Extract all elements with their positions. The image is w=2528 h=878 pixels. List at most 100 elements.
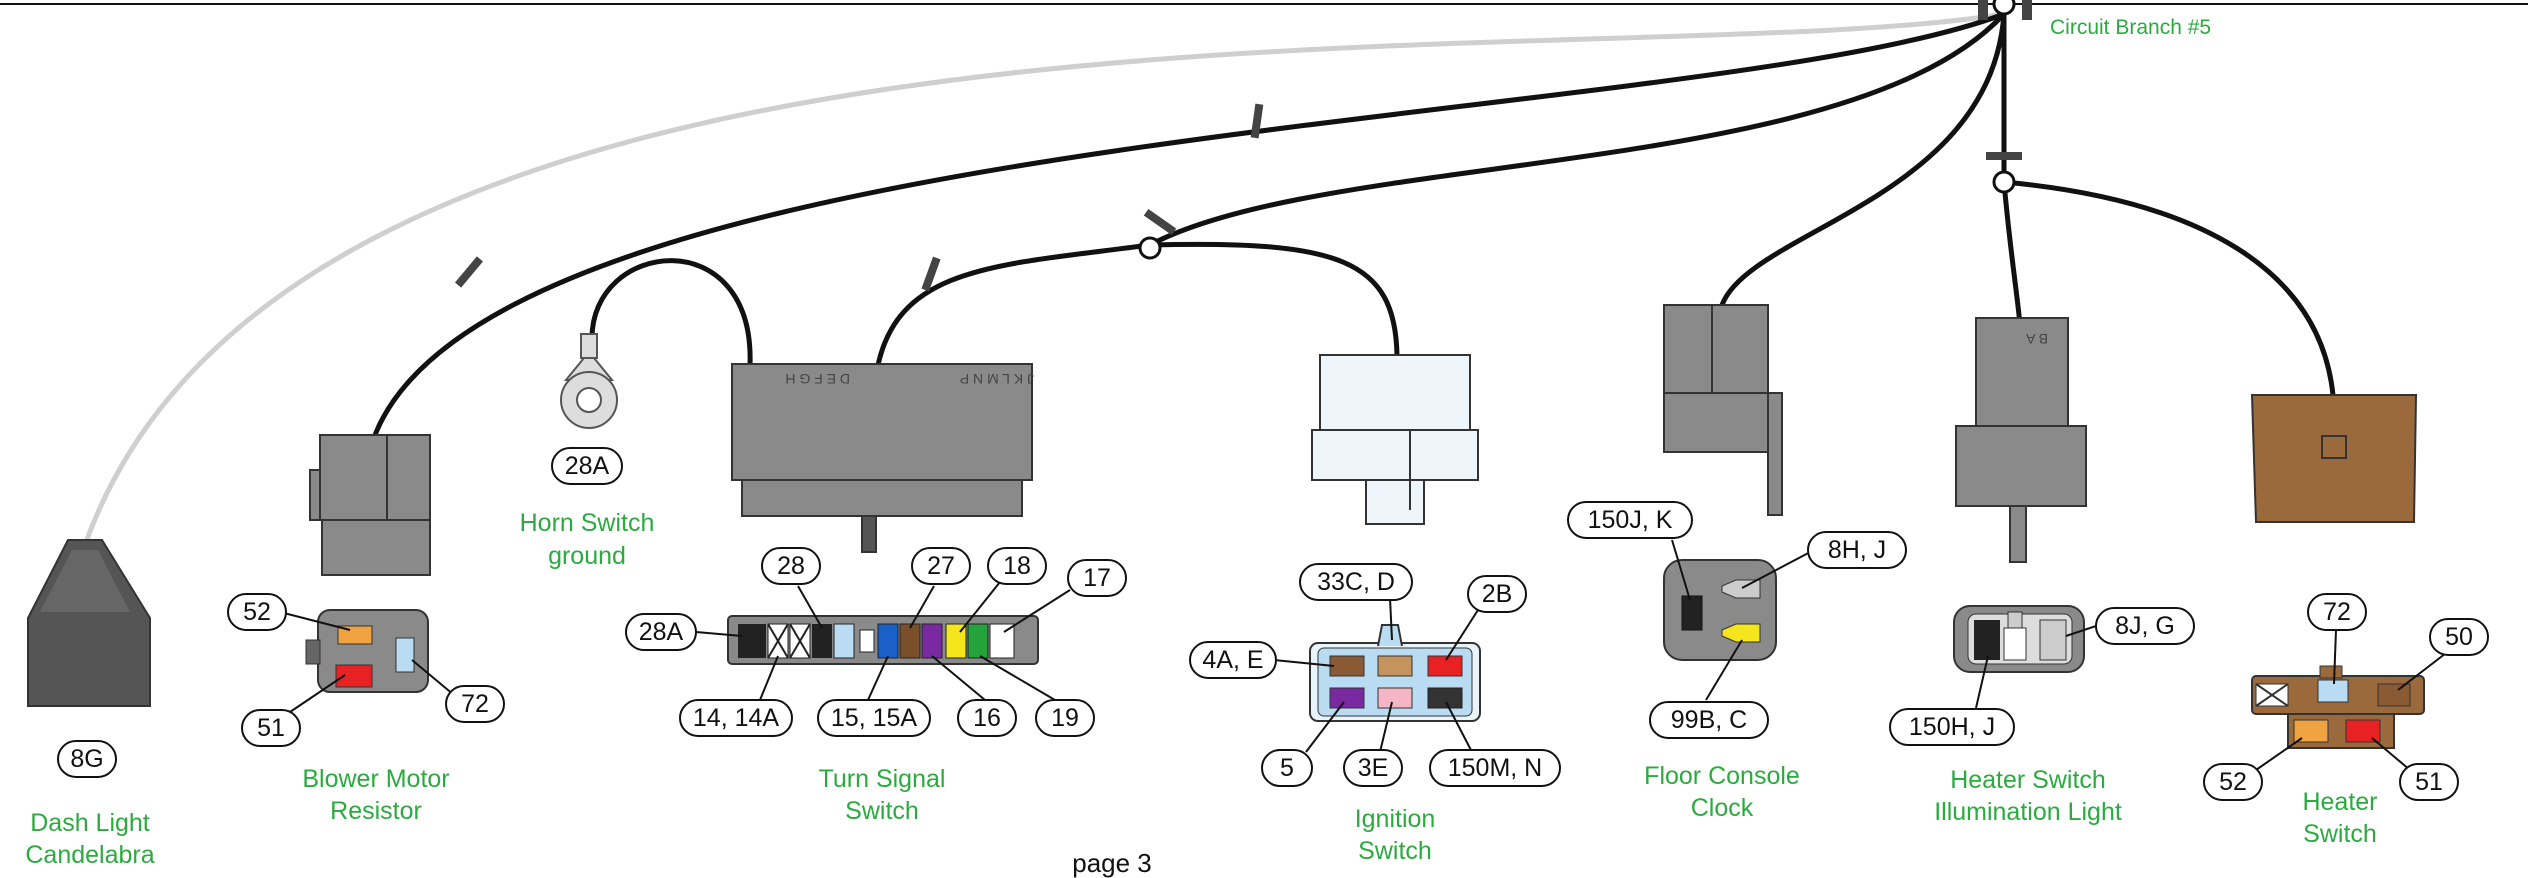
wire-turn-signal (875, 242, 1151, 366)
heater-light-connector-body (1955, 317, 2087, 563)
ignition-label-1: Ignition (1355, 805, 1436, 833)
svg-text:17: 17 (1083, 564, 1111, 592)
blower-label-1: Blower Motor (302, 765, 449, 793)
blower-connector-face (305, 609, 429, 693)
svg-text:51: 51 (2415, 768, 2443, 796)
svg-text:150J, K: 150J, K (1588, 506, 1673, 534)
heater-light-pins: B A (2026, 331, 2048, 347)
clock-connector-body (1663, 304, 1783, 516)
page-number: page 3 (1072, 848, 1152, 878)
pill-heater-51: 51 (2399, 763, 2459, 801)
clock-label-2: Clock (1691, 794, 1754, 822)
junction-turn-ign (1138, 236, 1162, 260)
horn-label-2: ground (548, 542, 626, 570)
svg-text:28: 28 (777, 552, 805, 580)
ignition-connector-body (1311, 354, 1479, 525)
svg-text:5: 5 (1280, 754, 1294, 782)
wire-heater-light (2001, 181, 2023, 326)
pill-blower-52: 52 (227, 593, 287, 631)
wire-blower (372, 11, 2005, 436)
turn-signal-pins-left: D E F G H (785, 371, 850, 387)
svg-text:8H, J: 8H, J (1828, 536, 1886, 564)
wire-dash-light (82, 11, 2005, 546)
pill-ign-2b: 2B (1467, 575, 1527, 613)
dash-light-connector (27, 539, 151, 707)
svg-text:8J, G: 8J, G (2115, 612, 2175, 640)
wire-ties (455, 0, 2032, 292)
pill-ign-3e: 3E (1343, 749, 1403, 787)
svg-text:2B: 2B (1482, 580, 1513, 608)
svg-text:51: 51 (257, 714, 285, 742)
clock-label-1: Floor Console (1644, 762, 1800, 790)
svg-text:8G: 8G (70, 745, 103, 773)
pill-clock-8h: 8H, J (1807, 531, 1907, 569)
svg-text:150M, N: 150M, N (1448, 754, 1542, 782)
wire-trunk-turn-ign (1148, 12, 2006, 248)
heater-light-label-1: Heater Switch (1950, 766, 2106, 794)
pill-turn-28a: 28A (625, 613, 697, 651)
svg-text:18: 18 (1003, 552, 1031, 580)
turn-signal-connector-face (727, 615, 1039, 665)
svg-text:3E: 3E (1358, 754, 1389, 782)
heater-switch-body (2250, 394, 2418, 523)
dash-light-label-1: Dash Light (30, 809, 150, 837)
heater-switch-label-2: Switch (2303, 820, 2377, 848)
svg-text:28A: 28A (639, 618, 684, 646)
turn-signal-connector-body (731, 363, 1033, 553)
pill-turn-14: 14, 14A (679, 699, 793, 737)
svg-text:16: 16 (973, 704, 1001, 732)
pill-turn-15: 15, 15A (817, 699, 931, 737)
pill-horn-28a: 28A (551, 447, 623, 485)
pill-blower-51: 51 (241, 709, 301, 747)
pill-turn-19: 19 (1035, 699, 1095, 737)
heater-switch-face (2251, 665, 2425, 749)
svg-text:72: 72 (461, 690, 489, 718)
pill-turn-18: 18 (987, 547, 1047, 585)
pill-turn-28: 28 (761, 547, 821, 585)
horn-ring-terminal (560, 333, 618, 429)
svg-text:52: 52 (243, 598, 271, 626)
turn-signal-pins-right: J K L M N P (960, 371, 1034, 387)
svg-text:72: 72 (2323, 598, 2351, 626)
pill-heater-52: 52 (2203, 763, 2263, 801)
svg-text:15, 15A: 15, 15A (831, 704, 918, 732)
pill-ign-150m: 150M, N (1429, 749, 1561, 787)
junction-top (1992, 0, 2016, 16)
pill-turn-16: 16 (957, 699, 1017, 737)
blower-connector-body (309, 434, 431, 576)
pill-ign-4a: 4A, E (1189, 641, 1277, 679)
svg-text:50: 50 (2445, 623, 2473, 651)
blower-label-2: Resistor (330, 797, 422, 825)
horn-label-1: Horn Switch (520, 509, 655, 537)
wire-heater-switch (2003, 179, 2336, 396)
svg-text:52: 52 (2219, 768, 2247, 796)
pill-turn-27: 27 (911, 547, 971, 585)
wire-clock (1719, 13, 2007, 306)
pill-heater-light-8j: 8J, G (2095, 607, 2195, 645)
heater-switch-label-1: Heater (2302, 788, 2377, 816)
pill-heater-light-150h: 150H, J (1889, 708, 2015, 746)
pill-heater-72: 72 (2307, 593, 2367, 631)
pill-ign-33c: 33C, D (1299, 563, 1413, 601)
pill-clock-150j: 150J, K (1567, 501, 1693, 539)
svg-text:4A, E: 4A, E (1202, 646, 1263, 674)
svg-text:150H, J: 150H, J (1909, 713, 1995, 741)
ignition-label-2: Switch (1358, 837, 1432, 865)
junction-heater (1992, 170, 2016, 194)
svg-text:27: 27 (927, 552, 955, 580)
pill-clock-99b: 99B, C (1649, 701, 1769, 739)
svg-text:99B, C: 99B, C (1671, 706, 1747, 734)
pill-dash-light: 8G (57, 740, 117, 778)
pill-turn-17: 17 (1067, 559, 1127, 597)
svg-text:14, 14A: 14, 14A (693, 704, 780, 732)
svg-text:28A: 28A (565, 452, 610, 480)
heater-light-connector-face (1953, 605, 2085, 673)
dash-light-label-2: Candelabra (25, 841, 154, 869)
wire-horn (589, 258, 753, 366)
pill-blower-72: 72 (445, 685, 505, 723)
circuit-branch-label: Circuit Branch #5 (2050, 16, 2211, 39)
svg-text:33C, D: 33C, D (1317, 568, 1395, 596)
turn-signal-label-2: Switch (845, 797, 919, 825)
pill-heater-50: 50 (2429, 618, 2489, 656)
